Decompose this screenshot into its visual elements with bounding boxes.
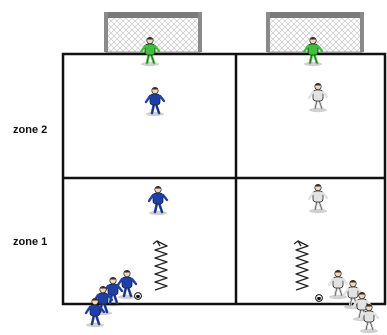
goal-icon — [266, 12, 364, 53]
player-icon — [307, 82, 329, 113]
zone-1-label: zone 1 — [13, 236, 48, 248]
player-icon — [358, 303, 380, 334]
dribble-path-icon — [152, 240, 168, 291]
player-icon — [84, 297, 106, 328]
player-icon — [102, 276, 124, 307]
player-icon — [144, 86, 166, 117]
player-icon — [307, 183, 329, 214]
player-icon — [116, 269, 138, 300]
dribble-path-icon — [293, 240, 309, 291]
player-icon — [342, 279, 364, 310]
ball-icon — [315, 294, 323, 302]
goalkeeper-icon — [302, 36, 324, 67]
player-icon — [147, 185, 169, 216]
field-grid — [61, 52, 387, 306]
player-icon — [327, 269, 349, 300]
zone-2-label: zone 2 — [13, 124, 48, 136]
ball-icon — [134, 292, 142, 300]
goalkeeper-icon — [139, 36, 161, 67]
